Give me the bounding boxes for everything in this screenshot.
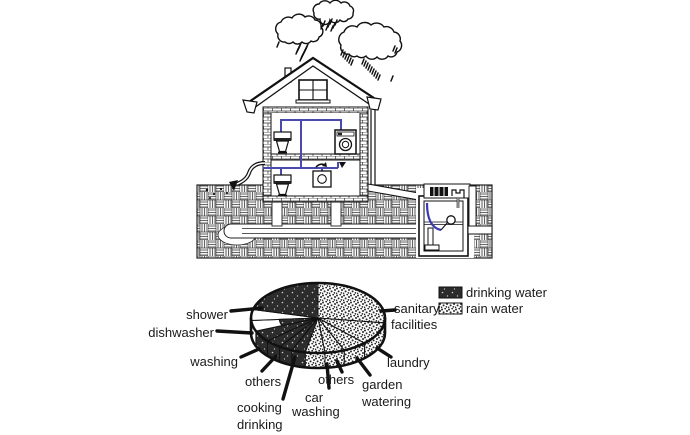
callout-shower [229, 306, 264, 313]
label-shower: shower [186, 307, 229, 322]
foundation-slab [262, 195, 369, 203]
legend-swatch-rain-water [438, 302, 463, 315]
rain-drop-icon [295, 48, 299, 55]
callout-sanitary [379, 308, 397, 313]
rain-drop-icon [340, 49, 344, 56]
rain-drop-icon [373, 70, 377, 77]
cloud-icon [275, 13, 324, 45]
wall-right [359, 112, 369, 203]
cloud-icon [312, 0, 355, 26]
rain-drop-icon [329, 18, 333, 25]
vent-pipe [468, 185, 477, 227]
callout-cooking-drinking [281, 355, 297, 401]
rain-drop-icon [394, 47, 398, 54]
callout-others-left [260, 354, 278, 373]
label-facilities: facilities [391, 317, 438, 332]
rain-drop-icon [377, 74, 381, 81]
overflow-pipe [467, 225, 493, 235]
pie-rim-outline [249, 318, 387, 370]
rain-drop-icon [365, 62, 369, 69]
pie-wedges [249, 281, 387, 370]
callout-garden-watering [355, 356, 372, 377]
callout-laundry [375, 346, 393, 359]
label-sanitary: sanitary [394, 301, 440, 316]
pie-slice-dishwasher-inner [278, 317, 319, 327]
rain-drop-icon [369, 66, 373, 73]
legend-label-drinking-water: drinking water [466, 285, 548, 300]
cloud-icon [338, 21, 403, 60]
rainwater-tank [416, 183, 493, 258]
rain-drop-icon [346, 55, 350, 62]
callout-dishwasher [215, 329, 254, 335]
washing-machine-upstairs [334, 129, 357, 155]
rain-drop-icon [342, 51, 346, 58]
label-watering: watering [361, 394, 411, 409]
label-dishwasher: dishwasher [148, 325, 214, 340]
dishwasher-downstairs [312, 162, 332, 188]
gutter-left [242, 99, 258, 114]
pump-pipe [427, 227, 434, 246]
attic-floor [262, 106, 369, 114]
soil-stones [205, 187, 228, 199]
label-garden: garden [362, 377, 402, 392]
label-others-right: others [318, 372, 355, 387]
rain-drop-icon [367, 64, 371, 71]
legend-label-rain-water: rain water [466, 301, 524, 316]
rain-drop-icon [334, 19, 338, 26]
arrow-down-icon [229, 180, 238, 191]
attic-window [295, 79, 331, 104]
tap-icon [339, 162, 346, 168]
pie-legend: drinking water rain water [438, 285, 548, 316]
rain-icon [276, 18, 398, 82]
trap-pipe [451, 189, 465, 198]
label-car-washing: washing [291, 404, 340, 419]
rain-drop-icon [350, 59, 354, 66]
rain-drop-icon [375, 72, 379, 79]
rain-drop-icon [344, 53, 348, 60]
rain-drop-icon [348, 57, 352, 64]
rain-drop-icon [363, 60, 367, 67]
wall-left [262, 112, 272, 203]
callout-car-washing [325, 362, 331, 390]
label-others-left: others [245, 374, 282, 389]
pie-chart: shower dishwasher washing others cooking… [148, 281, 548, 432]
house-diagram [196, 0, 493, 259]
float-switch [446, 215, 456, 225]
house-drain-channel [271, 201, 283, 227]
pie-label-texts: shower dishwasher washing others cooking… [148, 301, 440, 432]
label-car: car [305, 390, 324, 405]
pie-rim-car-washing [304, 351, 326, 369]
callout-others-right [335, 359, 344, 374]
rain-drop-icon [299, 55, 303, 62]
rain-drop-icon [371, 68, 375, 75]
rain-drop-icon [322, 20, 326, 27]
greywater-drain [229, 161, 266, 191]
water-pipes [263, 119, 342, 176]
callout-washing [239, 347, 261, 359]
label-laundry: laundry [387, 355, 430, 370]
rain-drop-icon [361, 58, 365, 65]
house-drain-channel [330, 201, 342, 227]
label-cooking: cooking [237, 400, 282, 415]
label-washing: washing [189, 354, 238, 369]
floor-divider [270, 153, 361, 161]
house [242, 56, 382, 203]
rain-drop-icon [276, 41, 280, 48]
pump-base [424, 244, 440, 251]
pie-callouts [215, 306, 397, 401]
gutter-right [366, 96, 382, 111]
rain-clouds [275, 0, 403, 60]
rain-drop-icon [392, 45, 396, 52]
label-drinking: drinking [237, 417, 283, 432]
pie-slice-sanitary-facilities [317, 282, 386, 324]
legend-swatch-drinking-water [438, 286, 463, 299]
suction-hose [425, 202, 442, 232]
rain-drop-icon [390, 75, 394, 82]
